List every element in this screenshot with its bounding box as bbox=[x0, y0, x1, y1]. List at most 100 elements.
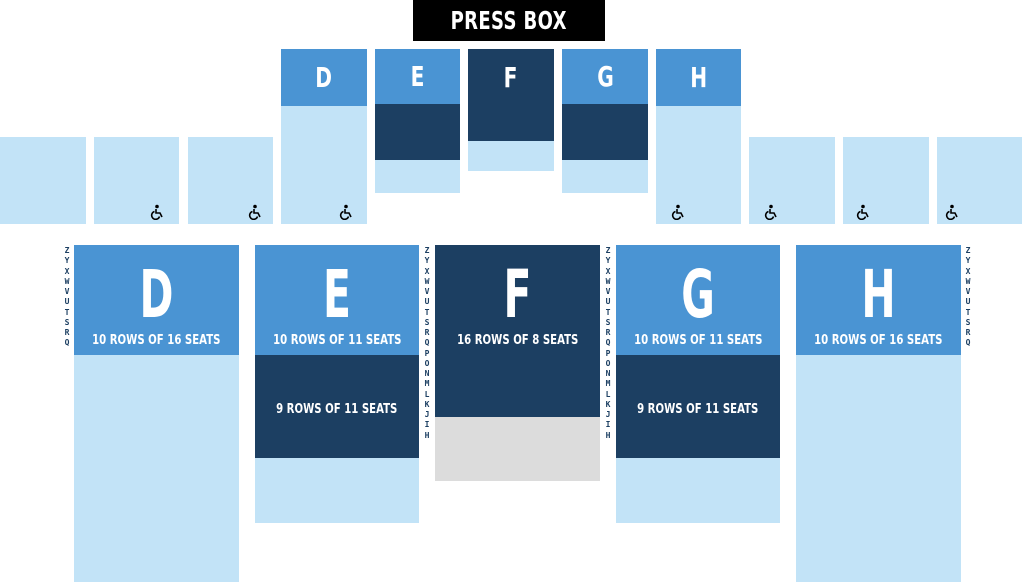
upper-section-g-middle bbox=[562, 104, 648, 160]
row-label: K bbox=[424, 399, 430, 409]
row-label: S bbox=[965, 317, 971, 327]
lower-section-g-caption: 10 ROWS OF 11 SEATS bbox=[634, 333, 763, 348]
upper-section-h-header: H bbox=[656, 49, 741, 106]
row-label: W bbox=[965, 276, 971, 286]
lower-section-e-header: E 10 ROWS OF 11 SEATS bbox=[255, 245, 419, 355]
lower-section-h[interactable]: H 10 ROWS OF 16 SEATS bbox=[796, 245, 961, 582]
upper-side-section[interactable] bbox=[94, 137, 179, 224]
row-label: T bbox=[424, 307, 430, 317]
row-label: T bbox=[64, 307, 70, 317]
row-label: Y bbox=[64, 256, 70, 266]
row-label: Z bbox=[965, 246, 971, 255]
lower-section-f-caption: 16 ROWS OF 8 SEATS bbox=[456, 333, 579, 348]
row-label: Q bbox=[424, 338, 430, 348]
row-label: S bbox=[605, 317, 611, 327]
lower-section-f-label: F bbox=[503, 256, 532, 333]
upper-section-g-label: G bbox=[596, 60, 614, 93]
row-label: R bbox=[64, 328, 70, 337]
lower-section-e-label: E bbox=[323, 256, 351, 333]
row-label: P bbox=[605, 348, 611, 358]
row-label: Z bbox=[424, 246, 430, 255]
row-label: O bbox=[605, 358, 611, 368]
row-label: W bbox=[424, 276, 430, 286]
row-label: X bbox=[424, 266, 430, 276]
wheelchair-icon bbox=[339, 204, 352, 220]
row-label: I bbox=[605, 420, 611, 430]
lower-section-h-label: H bbox=[861, 256, 896, 333]
row-label: H bbox=[605, 430, 611, 440]
lower-section-d-header: D 10 ROWS OF 16 SEATS bbox=[74, 245, 239, 355]
row-label: N bbox=[605, 369, 611, 378]
row-label: Q bbox=[64, 338, 70, 348]
upper-side-section[interactable] bbox=[749, 137, 835, 224]
upper-section-d-header: D bbox=[281, 49, 367, 106]
lower-section-d[interactable]: D 10 ROWS OF 16 SEATS bbox=[74, 245, 239, 582]
row-label: R bbox=[605, 328, 611, 337]
lower-section-g-header: G 10 ROWS OF 11 SEATS bbox=[616, 245, 780, 355]
row-label: Y bbox=[605, 256, 611, 266]
upper-section-e[interactable]: E bbox=[375, 49, 460, 193]
upper-section-g-header: G bbox=[562, 49, 648, 104]
wheelchair-icon bbox=[856, 204, 869, 220]
upper-side-section[interactable] bbox=[843, 137, 929, 224]
lower-section-g[interactable]: G 10 ROWS OF 11 SEATS 9 ROWS OF 11 SEATS bbox=[616, 245, 780, 523]
lower-section-f-unavailable bbox=[435, 417, 600, 481]
upper-side-section[interactable] bbox=[937, 137, 1022, 224]
row-label: U bbox=[605, 297, 611, 307]
lower-section-e-middle: 9 ROWS OF 11 SEATS bbox=[255, 355, 419, 458]
row-label: Q bbox=[965, 338, 971, 348]
row-label: T bbox=[605, 307, 611, 317]
upper-section-f-label: F bbox=[504, 61, 518, 94]
row-label: V bbox=[424, 287, 430, 296]
lower-section-e-caption: 10 ROWS OF 11 SEATS bbox=[273, 333, 402, 348]
lower-section-e-caption2: 9 ROWS OF 11 SEATS bbox=[276, 402, 398, 417]
upper-section-h[interactable]: H bbox=[656, 49, 741, 224]
press-box: PRESS BOX bbox=[413, 0, 605, 41]
row-label: Z bbox=[64, 246, 70, 255]
row-label: I bbox=[424, 420, 430, 430]
wheelchair-icon bbox=[764, 204, 777, 220]
upper-section-g[interactable]: G bbox=[562, 49, 648, 193]
upper-side-section[interactable] bbox=[0, 137, 86, 224]
upper-section-f-header: F bbox=[468, 49, 554, 141]
lower-section-h-caption: 10 ROWS OF 16 SEATS bbox=[814, 333, 943, 348]
row-label: R bbox=[424, 328, 430, 337]
upper-section-d-label: D bbox=[315, 61, 333, 94]
upper-side-section[interactable] bbox=[188, 137, 273, 224]
lower-section-g-middle: 9 ROWS OF 11 SEATS bbox=[616, 355, 780, 458]
row-label: S bbox=[424, 317, 430, 327]
row-label: N bbox=[424, 369, 430, 378]
row-label: U bbox=[64, 297, 70, 307]
upper-section-h-label: H bbox=[690, 61, 707, 94]
row-label: T bbox=[965, 307, 971, 317]
row-label: U bbox=[424, 297, 430, 307]
press-box-label: PRESS BOX bbox=[450, 6, 568, 35]
row-label: U bbox=[965, 297, 971, 307]
lower-section-d-label: D bbox=[139, 256, 174, 333]
row-label: H bbox=[424, 430, 430, 440]
lower-section-g-label: G bbox=[681, 256, 715, 333]
row-label: V bbox=[64, 287, 70, 296]
upper-section-d[interactable]: D bbox=[281, 49, 367, 224]
row-label: Q bbox=[605, 338, 611, 348]
upper-section-e-middle bbox=[375, 104, 460, 160]
lower-section-f[interactable]: F 16 ROWS OF 8 SEATS bbox=[435, 245, 600, 481]
lower-section-d-caption: 10 ROWS OF 16 SEATS bbox=[92, 333, 221, 348]
wheelchair-icon bbox=[248, 204, 261, 220]
row-label: X bbox=[965, 266, 971, 276]
upper-section-f[interactable]: F bbox=[468, 49, 554, 171]
lower-section-e[interactable]: E 10 ROWS OF 11 SEATS 9 ROWS OF 11 SEATS bbox=[255, 245, 419, 523]
row-label: X bbox=[605, 266, 611, 276]
row-label: W bbox=[64, 276, 70, 286]
row-label: J bbox=[605, 410, 611, 419]
row-label: V bbox=[605, 287, 611, 296]
upper-section-e-header: E bbox=[375, 49, 460, 104]
row-label: Y bbox=[965, 256, 971, 266]
row-label: P bbox=[424, 348, 430, 358]
wheelchair-icon bbox=[671, 204, 684, 220]
row-label: L bbox=[424, 389, 430, 399]
row-label: L bbox=[605, 389, 611, 399]
row-label: M bbox=[424, 379, 430, 389]
